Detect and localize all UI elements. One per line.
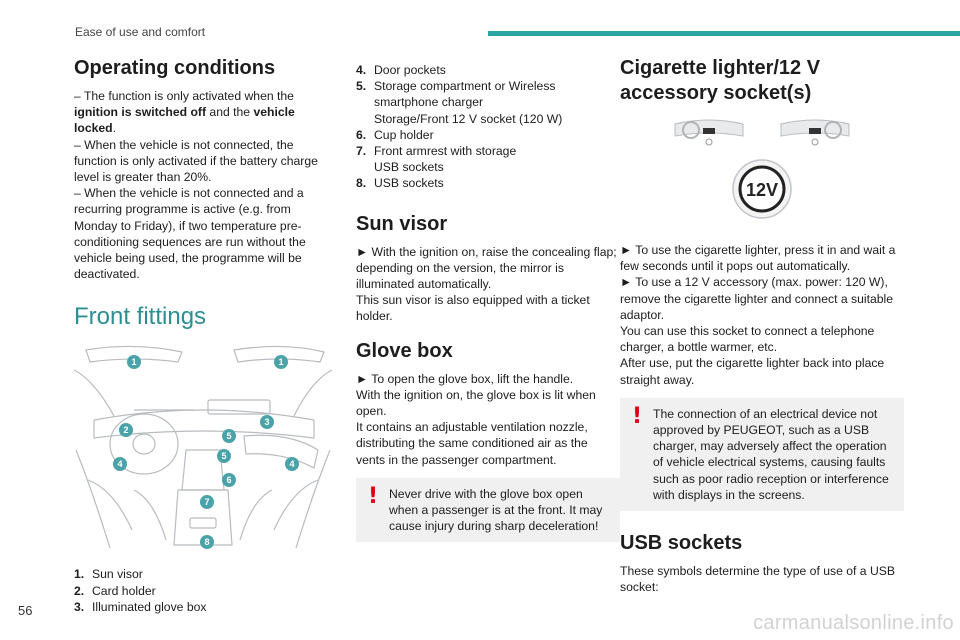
list-item: 8. USB sockets <box>356 175 620 191</box>
dashboard-illustration: 1 1 2 3 4 4 5 5 6 7 8 <box>74 346 332 550</box>
item-text: Illuminated glove box <box>92 599 207 614</box>
item-text: Sun visor <box>92 567 143 582</box>
warning-icon: ! <box>632 403 643 429</box>
item-number: 2. <box>74 583 85 598</box>
list-item: 4. Door pockets <box>356 62 620 78</box>
sun-visor-p1: ► With the ignition on, raise the concea… <box>356 244 617 292</box>
list-item: 7. Front armrest with storage <box>356 143 620 159</box>
operating-conditions-p2: – When the vehicle is not connected, the… <box>74 137 318 185</box>
page-number: 56 <box>18 603 33 618</box>
item-text: Cup holder <box>374 127 434 142</box>
item-number: 3. <box>74 599 85 614</box>
item-text: Storage/Front 12 V socket (120 W) <box>374 111 563 126</box>
list-item: 6. Cup holder <box>356 127 620 143</box>
column-right: Cigarette lighter/12 V accessory socket(… <box>620 56 904 595</box>
column-middle: 4. Door pockets 5. Storage compartment or … <box>356 62 620 543</box>
header-accent-bar <box>488 31 960 36</box>
callout-5b: 5 <box>221 451 226 461</box>
socket-icon-wrap: 12V <box>620 158 904 220</box>
front-fittings-title: Front fittings <box>74 303 207 331</box>
p1-bold-ignition: ignition is switched off <box>74 105 207 120</box>
sun-visor-title: Sun visor <box>356 212 448 235</box>
item-text: USB sockets <box>374 160 444 175</box>
glove-box-p2: With the ignition on, the glove box is l… <box>356 387 596 419</box>
item-number: 4. <box>356 63 367 77</box>
callout-2: 2 <box>123 425 128 435</box>
p1-bold-locked: vehicle locked <box>74 105 295 136</box>
cigarette-lighter-p2: ► To use a 12 V accessory (max. power: 1… <box>620 275 894 322</box>
operating-conditions-title: Operating conditions <box>74 57 276 79</box>
cigarette-lighter-p3: You can use this socket to connect a tel… <box>620 324 875 355</box>
electrical-device-warning-text: The connection of an electrical device n… <box>653 406 889 502</box>
12v-socket-icon: 12V <box>732 159 792 219</box>
list-item: USB sockets <box>356 159 620 175</box>
item-number: 7. <box>356 144 367 159</box>
callout-markers <box>113 355 299 550</box>
cigarette-lighter-p4: After use, put the cigarette lighter bac… <box>620 356 885 387</box>
fittings-list-part1: 1. Sun visor 2. Card holder 3. Illuminated … <box>74 566 332 615</box>
glove-box-warning-text: Never drive with the glove box open when… <box>389 486 603 534</box>
socket-label: 12V <box>746 180 778 200</box>
electrical-device-warning: ! The connection of an electrical device… <box>620 397 904 512</box>
callout-7: 7 <box>204 497 209 507</box>
item-number <box>356 159 374 175</box>
column-left: Operating conditions – The function is o… <box>74 56 332 615</box>
usb-sockets-p1: These symbols determine the type of use … <box>620 564 896 595</box>
socket-location-illustrations <box>620 114 904 148</box>
callout-3: 3 <box>264 417 269 427</box>
item-text: Door pockets <box>374 63 446 77</box>
fittings-list-part2: 4. Door pockets 5. Storage compartment or … <box>356 62 620 192</box>
list-item: 5. Storage compartment or Wireless smartp… <box>356 78 620 110</box>
p1-text-end: . <box>112 121 117 136</box>
callout-4b: 4 <box>289 459 294 469</box>
sun-visor-p2: This sun visor is also equipped with a t… <box>356 293 590 324</box>
callout-5a: 5 <box>226 431 231 441</box>
p1-text-mid: and the <box>206 105 254 120</box>
p1-text: – The function is only activated when th… <box>74 89 294 103</box>
cigarette-lighter-p1: ► To use the cigarette lighter, press it… <box>620 243 896 274</box>
item-number: 8. <box>356 176 367 191</box>
glove-box-warning: ! Never drive with the glove box open wh… <box>356 477 620 543</box>
cigarette-lighter-title: Cigarette lighter/12 V accessory socket(… <box>620 57 821 104</box>
list-item: 1. Sun visor <box>74 566 332 582</box>
callout-8: 8 <box>204 537 209 547</box>
list-item: 2. Card holder <box>74 583 332 599</box>
list-item: Storage/Front 12 V socket (120 W) <box>356 111 620 127</box>
item-number: 5. <box>356 79 367 94</box>
callout-1a: 1 <box>131 357 136 367</box>
item-number: 1. <box>74 567 85 582</box>
item-text: Front armrest with storage <box>374 144 517 159</box>
warning-icon: ! <box>368 483 379 509</box>
item-text: USB sockets <box>374 176 444 191</box>
operating-conditions-p1: – The function is only activated when th… <box>74 88 332 137</box>
glove-box-title: Glove box <box>356 339 453 362</box>
list-item: 3. Illuminated glove box <box>74 599 332 615</box>
dashboard-socket-illustration-right <box>780 119 850 146</box>
glove-box-p3: It contains an adjustable ventilation no… <box>356 420 588 467</box>
watermark: carmanualsonline.info <box>753 612 954 634</box>
glove-box-p1: ► To open the glove box, lift the handle… <box>356 371 574 386</box>
item-text: Storage compartment or Wireless smartpho… <box>374 79 556 110</box>
item-text: Card holder <box>92 583 156 598</box>
callout-6: 6 <box>226 475 231 485</box>
operating-conditions-p3: – When the vehicle is not connected and … <box>74 186 306 282</box>
callout-1b: 1 <box>278 357 283 367</box>
usb-sockets-title: USB sockets <box>620 532 743 555</box>
dashboard-socket-illustration-left <box>674 119 744 146</box>
callout-4a: 4 <box>117 459 122 469</box>
item-number: 6. <box>356 127 367 142</box>
item-number <box>356 111 374 127</box>
section-header: Ease of use and comfort <box>75 25 206 39</box>
